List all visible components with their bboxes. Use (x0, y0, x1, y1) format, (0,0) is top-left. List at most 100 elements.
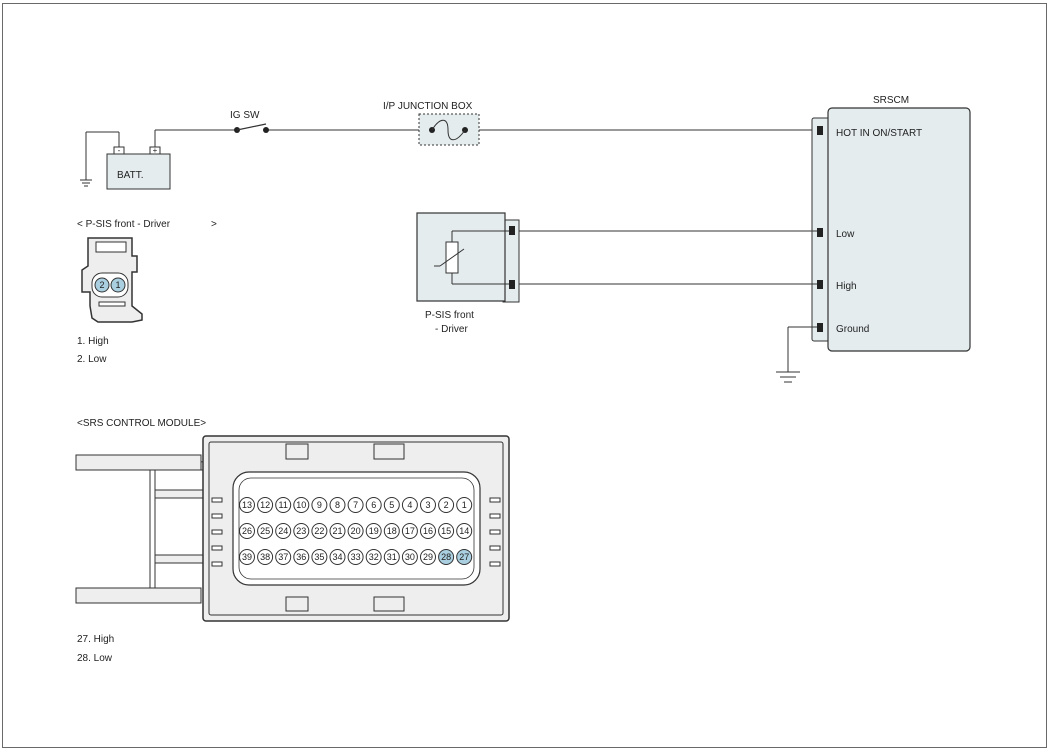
srs-pin-label-20: 20 (351, 526, 361, 536)
battery-neg-label: - (118, 146, 121, 155)
srs-pin-34 (329, 549, 346, 565)
srs-pin-label-27: 27 (459, 552, 469, 562)
psis-pin-1: 1 (115, 280, 120, 290)
srs-pin-11 (275, 497, 292, 513)
srs-pin-20 (347, 523, 364, 539)
psis-pin-2: 2 (99, 280, 104, 290)
psis-connector-title: < P-SIS front - Driver (77, 219, 171, 230)
srs-connector-title: <SRS CONTROL MODULE> (77, 418, 206, 429)
srs-pin-label-31: 31 (387, 552, 397, 562)
srs-pin-label-23: 23 (296, 526, 306, 536)
srscm-pin-high: High (836, 281, 857, 292)
srs-pin-19 (365, 523, 382, 539)
srs-pin-37 (275, 549, 292, 565)
srs-pin-label-18: 18 (387, 526, 397, 536)
srs-pin-27 (456, 549, 473, 565)
battery: - + BATT. (80, 131, 171, 190)
srs-pin-9 (311, 497, 328, 513)
srs-pin-18 (383, 523, 400, 539)
ig-switch-label: IG SW (230, 110, 260, 121)
srs-pin-39 (239, 549, 255, 565)
srs-pin-label-35: 35 (314, 552, 324, 562)
psis-legend-low: 2. Low (77, 354, 107, 365)
srscm-pin-ground: Ground (836, 324, 869, 335)
srs-pin-label-19: 19 (369, 526, 379, 536)
srs-pin-label-29: 29 (423, 552, 433, 562)
srs-pin-label-10: 10 (296, 500, 306, 510)
srs-pin-label-17: 17 (405, 526, 415, 536)
srs-pin-label-3: 3 (425, 500, 430, 510)
srs-pin-14 (456, 523, 473, 539)
srscm-module: SRSCM HOT IN ON/START Low High Ground (811, 95, 971, 352)
srs-pin-label-22: 22 (314, 526, 324, 536)
srs-pin-13 (239, 497, 255, 513)
srs-pin-label-39: 39 (242, 552, 252, 562)
sensor-label-line2: - Driver (435, 324, 468, 335)
srs-pin-label-14: 14 (459, 526, 469, 536)
srscm-pin-low: Low (836, 229, 855, 240)
srs-pin-30 (401, 549, 418, 565)
srs-pin-10 (293, 497, 310, 513)
srs-pin-32 (365, 549, 382, 565)
srs-pin-2 (438, 497, 455, 513)
psis-connector-title-end: > (211, 219, 217, 230)
srs-pin-label-30: 30 (405, 552, 415, 562)
srs-pin-label-5: 5 (389, 500, 394, 510)
srs-pin-28 (438, 549, 455, 565)
junction-box: I/P JUNCTION BOX (383, 101, 480, 146)
srs-pin-label-1: 1 (462, 500, 467, 510)
srs-pin-24 (275, 523, 292, 539)
diagram-frame (2, 3, 1047, 748)
srs-pin-16 (420, 523, 436, 539)
srs-connector: <SRS CONTROL MODULE> (75, 418, 510, 664)
ground-wire (776, 326, 817, 383)
srs-pin-12 (257, 497, 274, 513)
junction-box-label: I/P JUNCTION BOX (383, 101, 473, 112)
srs-pin-25 (257, 523, 274, 539)
srs-pin-label-38: 38 (260, 552, 270, 562)
srs-pin-22 (311, 523, 328, 539)
srs-pin-label-7: 7 (353, 500, 358, 510)
srs-pin-26 (239, 523, 255, 539)
srs-pin-6 (365, 497, 382, 513)
signal-wires (519, 230, 817, 285)
srs-pin-label-33: 33 (351, 552, 361, 562)
battery-pos-label: + (153, 146, 158, 155)
psis-sensor: P-SIS front - Driver (416, 212, 520, 335)
srs-pin-label-4: 4 (407, 500, 412, 510)
srs-pin-label-34: 34 (332, 552, 342, 562)
srs-pin-label-32: 32 (369, 552, 379, 562)
srscm-pin-hot-in: HOT IN ON/START (836, 128, 922, 139)
srs-pin-3 (420, 497, 436, 513)
srs-pin-label-13: 13 (242, 500, 252, 510)
battery-label: BATT. (117, 170, 143, 181)
srs-pin-5 (383, 497, 400, 513)
srscm-title: SRSCM (873, 95, 909, 106)
srs-pin-4 (401, 497, 418, 513)
srs-pin-label-28: 28 (441, 552, 451, 562)
srs-pin-label-2: 2 (444, 500, 449, 510)
srs-pin-label-15: 15 (441, 526, 451, 536)
supply-wire (154, 129, 815, 147)
srs-pin-label-25: 25 (260, 526, 270, 536)
srs-pin-1 (456, 497, 473, 513)
srs-pin-21 (329, 523, 346, 539)
srs-pin-29 (420, 549, 436, 565)
psis-connector: < P-SIS front - Driver > 2 1 1. High 2. … (77, 219, 217, 365)
srs-pin-15 (438, 523, 455, 539)
srs-pin-7 (347, 497, 364, 513)
sensor-label-line1: P-SIS front (425, 310, 474, 321)
srs-pin-8 (329, 497, 346, 513)
srs-pin-label-16: 16 (423, 526, 433, 536)
psis-legend-high: 1. High (77, 336, 109, 347)
srs-pin-label-9: 9 (317, 500, 322, 510)
srs-pin-label-36: 36 (296, 552, 306, 562)
srs-legend-high: 27. High (77, 634, 114, 645)
srs-pin-31 (383, 549, 400, 565)
srs-pin-23 (293, 523, 310, 539)
srs-pin-label-8: 8 (335, 500, 340, 510)
srs-pin-35 (311, 549, 328, 565)
srs-pin-label-26: 26 (242, 526, 252, 536)
